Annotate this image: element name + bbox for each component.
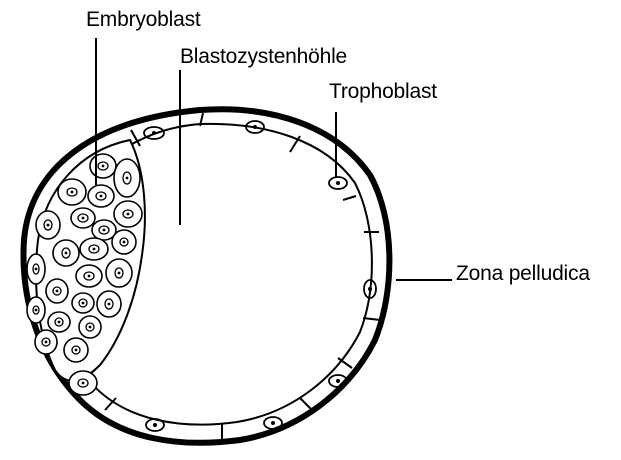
label-blastocyst-cavity: Blastozystenhöhle [180,45,347,69]
label-trophoblast: Trophoblast [329,80,437,104]
label-embryoblast: Embryoblast [86,8,201,32]
label-zona-pellucida: Zona pelludica [456,262,590,286]
